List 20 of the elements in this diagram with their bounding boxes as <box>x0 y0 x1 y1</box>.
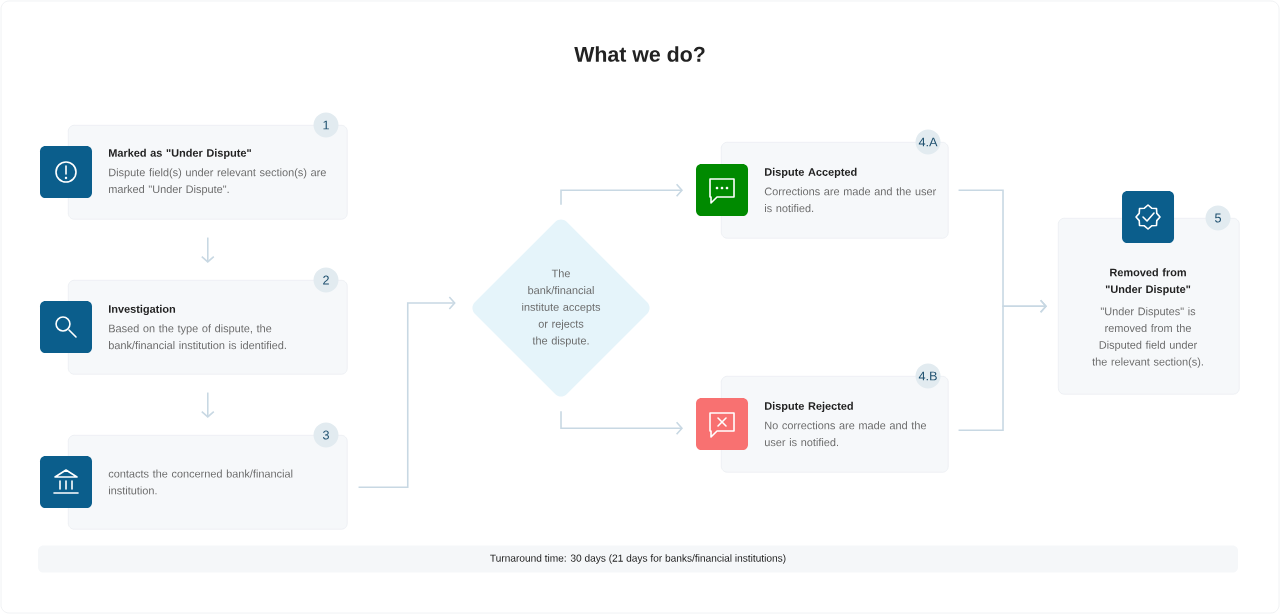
callout-number: 2 <box>313 267 339 293</box>
title: What we do? <box>574 46 705 62</box>
callout-number: 4.A <box>915 129 941 155</box>
arrow <box>957 299 1048 432</box>
step-text: Dispute Rejected No corrections are made and the user is notified. <box>765 401 927 447</box>
arrow <box>357 296 456 489</box>
arrow <box>200 391 215 418</box>
callout-number: 1 <box>313 112 339 138</box>
callout-number: 5 <box>1205 205 1231 231</box>
step-text: contacts the concerned bank/financial institution. <box>108 469 293 495</box>
callout-number: 4.B <box>915 363 941 389</box>
step-text: Removed from "Under Dispute" "Under Disputes" is removed from the Disputed field under the relevant section(s). <box>1092 268 1203 368</box>
arrow <box>560 183 683 206</box>
callout-number: 3 <box>313 422 339 448</box>
step-text: Marked as "Under Dispute" Dispute field(s) under relevant section(s) are marked "Under Dispute". <box>109 148 326 196</box>
step-text: Dispute Accepted Corrections are made and the user is notified. <box>764 167 937 213</box>
note-band: Turnaround time: 30 days (21 days for banks/financial institutions) <box>38 545 1238 573</box>
arrow <box>200 236 215 263</box>
arrow <box>560 410 683 436</box>
step-text: Investigation Based on the type of dispute, the bank/financial institution is identified. <box>109 304 286 350</box>
